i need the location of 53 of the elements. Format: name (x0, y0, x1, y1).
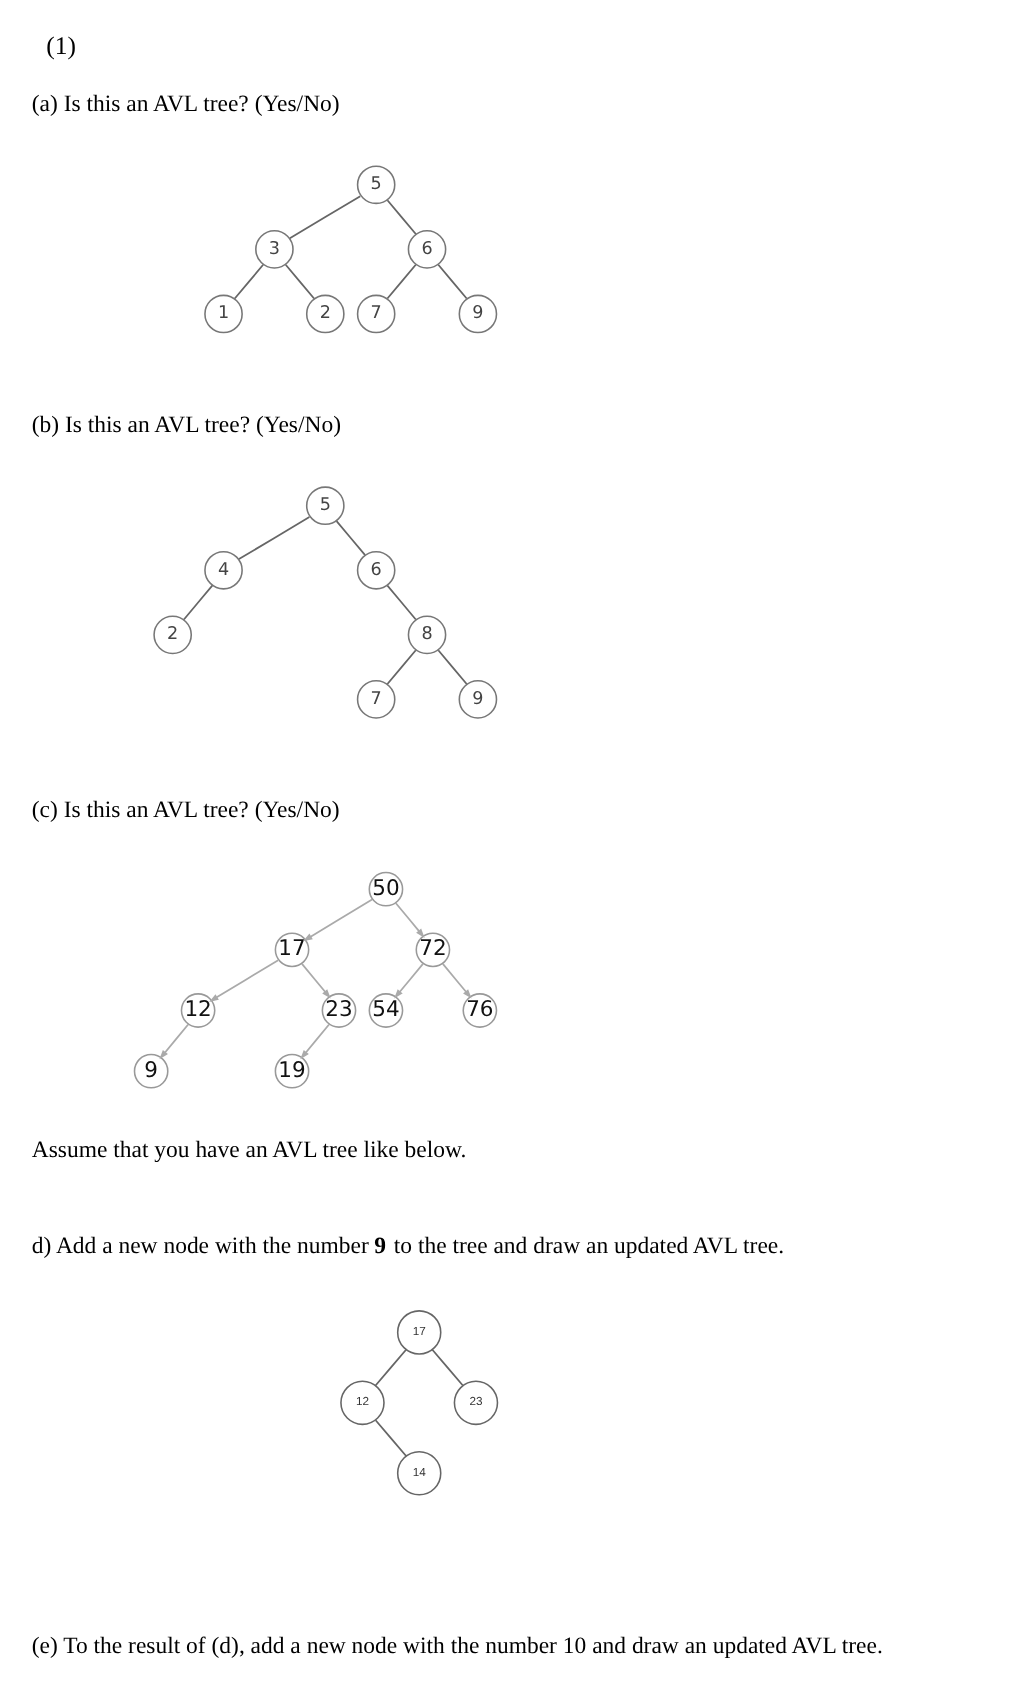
connector (385, 199, 416, 235)
node-circle: 7 (355, 294, 395, 334)
connector (385, 649, 416, 685)
node-circle: 5 (304, 486, 344, 526)
connector (232, 263, 263, 300)
arrow (441, 962, 471, 999)
node-circle: 12 (179, 993, 215, 1028)
label: Assume that you have an AVL tree like below. (30, 1137, 466, 1164)
node-circle: 9 (132, 1053, 168, 1089)
node-circle: 6 (406, 230, 446, 269)
node-circle: 17 (273, 932, 309, 968)
node-circle: 50 (367, 871, 403, 907)
label: (e) To the result of (d), add a new node with the number 10 and draw an updated AVL tree. (30, 1632, 882, 1659)
arrow (158, 1023, 188, 1060)
node-circle: 8 (406, 615, 446, 655)
connector (182, 584, 213, 621)
connector (385, 584, 416, 621)
connector (436, 263, 467, 300)
node-circle: 76 (461, 993, 497, 1028)
connector (436, 649, 467, 685)
node-circle: 6 (355, 550, 395, 590)
node-circle: 9 (457, 294, 497, 334)
connector (283, 263, 314, 300)
connector (385, 263, 416, 300)
node-circle: 7 (355, 680, 395, 719)
node-circle: 4 (203, 550, 242, 590)
connector (288, 195, 361, 240)
arrow (394, 902, 424, 938)
node-circle: 1 (203, 294, 242, 334)
label: d) Add a new node with the number 9 to the tree and draw an updated AVL tree. (30, 1233, 784, 1260)
arrow (302, 898, 372, 942)
connector (373, 1348, 406, 1387)
node-circle: 2 (304, 294, 344, 334)
node-circle: 19 (273, 1053, 309, 1089)
label: (b) Is this an AVL tree? (Yes/No) (30, 411, 340, 438)
connector (334, 520, 365, 556)
arrow (300, 962, 330, 999)
node-circle: 2 (152, 615, 192, 655)
diagram-title: (1) (45, 31, 75, 60)
node-circle: 9 (457, 680, 497, 719)
node-circle: 5 (355, 165, 395, 205)
arrow (393, 962, 423, 999)
node-circle: 3 (254, 230, 293, 269)
node-circle: 23 (320, 993, 356, 1028)
arrow (299, 1023, 329, 1060)
connector (430, 1348, 463, 1387)
label: (c) Is this an AVL tree? (Yes/No) (30, 797, 339, 823)
connector (237, 516, 310, 560)
node-circle: 54 (367, 993, 403, 1028)
node-circle: 72 (414, 932, 450, 968)
label: (a) Is this an AVL tree? (Yes/No) (30, 90, 339, 117)
connector (373, 1419, 406, 1457)
arrow (208, 959, 279, 1002)
